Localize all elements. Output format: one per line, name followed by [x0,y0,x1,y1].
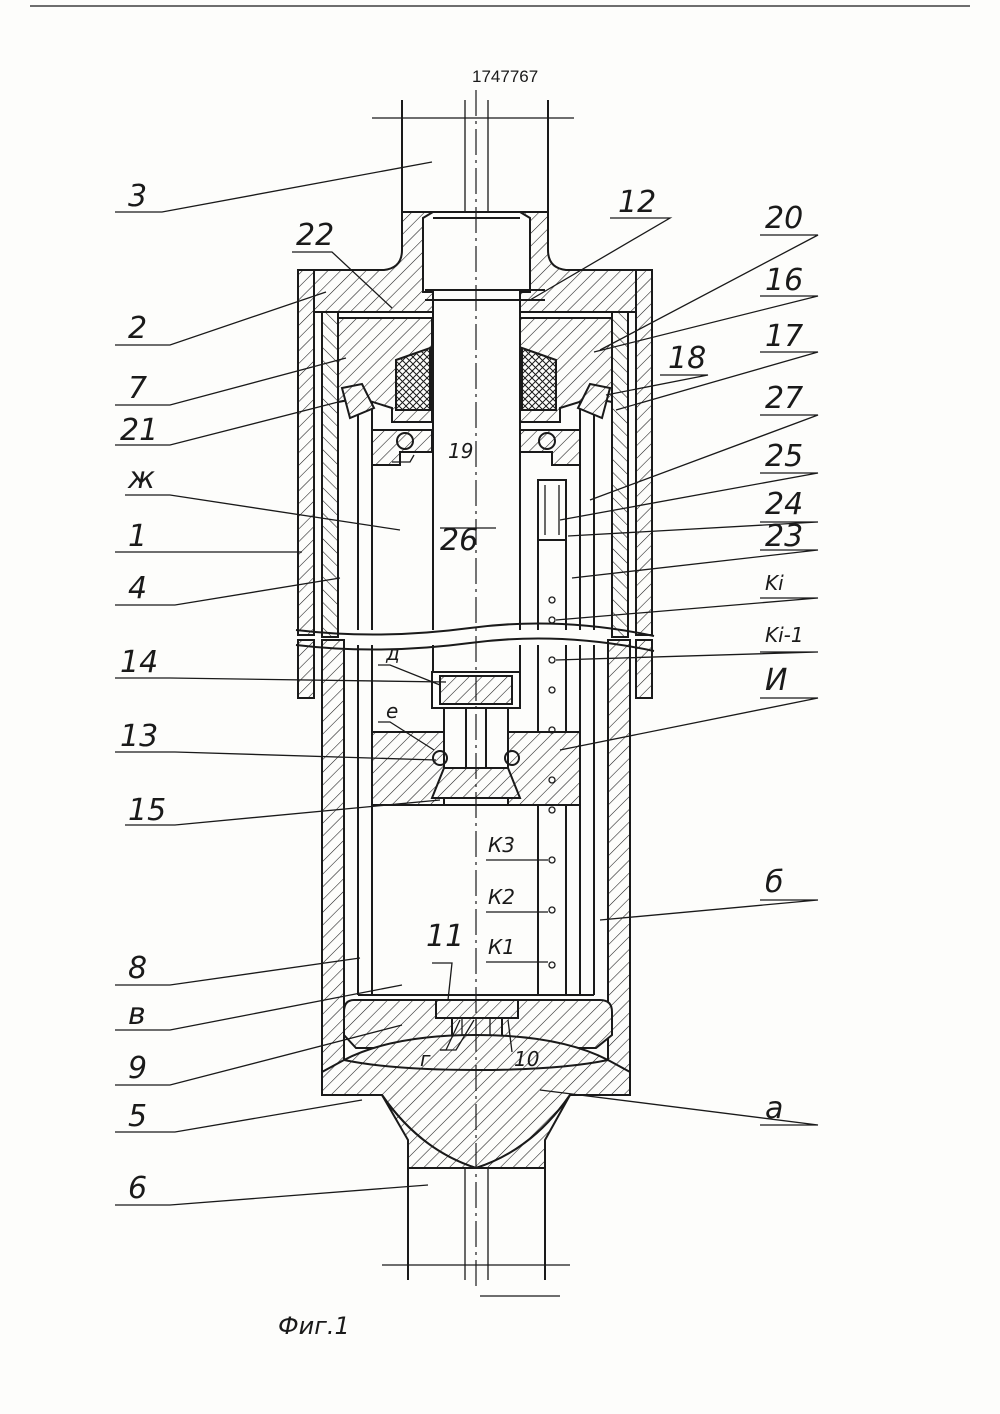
lower-dome-5 [321,1033,631,1170]
central-rod [432,300,521,672]
label-6: 6 [128,1171,147,1206]
label-12: 12 [618,185,656,220]
label-19: 19 [448,439,473,463]
label-I: И [765,663,787,698]
label-d: д [385,641,400,665]
label-23: 23 [765,519,803,554]
leader-lines [115,161,819,1206]
label-27: 27 [765,381,803,416]
label-21: 21 [120,413,158,448]
label-2: 2 [128,311,147,346]
label-26: 26 [440,523,478,558]
label-v: в [128,997,146,1032]
label-b: б [765,865,784,900]
label-9: 9 [128,1051,147,1086]
label-17: 17 [765,319,803,354]
label-10: 10 [514,1047,539,1071]
label-k1: К1 [488,935,515,959]
label-20: 20 [765,201,803,236]
label-5: 5 [128,1099,147,1134]
label-16: 16 [765,263,803,298]
top-rod-3 [372,100,574,212]
label-22: 22 [296,218,334,253]
channel-holes [548,596,556,969]
cylinder-4 [321,311,631,1073]
label-k3: К3 [488,833,515,857]
bottom-rod-6 [382,1168,570,1297]
label-ki-1: Ki-1 [765,623,804,647]
label-ki: Ki [765,571,784,595]
label-8: 8 [128,951,147,986]
label-24: 24 [765,487,803,522]
label-18: 18 [668,341,706,376]
top-head-12 [297,211,653,313]
figure-caption: Фиг.1 [278,1312,350,1340]
label-3: 3 [128,179,147,214]
label-15: 15 [128,793,166,828]
label-a: а [765,1091,783,1126]
label-13: 13 [120,719,158,754]
label-25: 25 [765,439,803,474]
label-7: 7 [128,371,147,406]
label-14: 14 [120,645,158,680]
label-k2: К2 [488,885,515,909]
part-labels: 3 12 20 22 16 2 18 17 7 19 27 21 25 ж 24… [120,179,804,1206]
outer-housing [297,269,653,699]
break-line-upper [295,622,655,637]
document-number: 1747767 [472,67,538,86]
label-zh: ж [127,461,155,496]
break-line-lower [295,637,655,652]
label-4: 4 [128,571,147,606]
seal-block-right [519,317,613,466]
label-11: 11 [426,919,464,954]
seal-block-left [337,317,433,630]
label-g: г [420,1047,431,1071]
label-e: е [386,699,398,723]
channel-stack [537,479,567,995]
label-1: 1 [128,519,147,554]
